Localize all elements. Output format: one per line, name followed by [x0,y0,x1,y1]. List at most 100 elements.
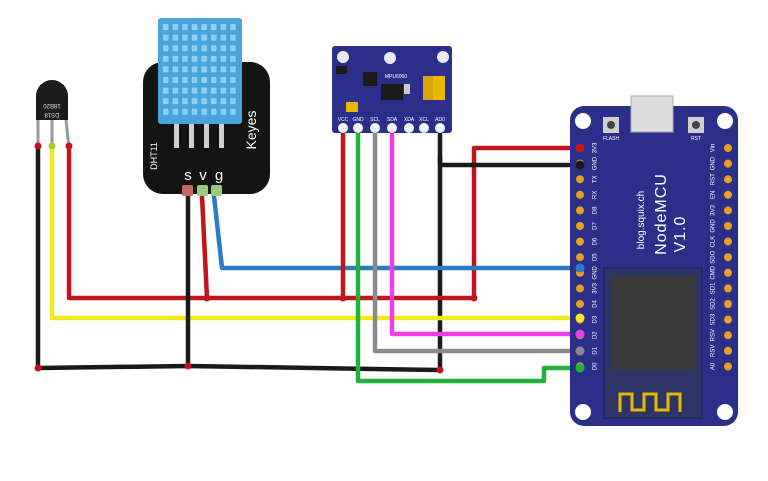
dht-vent-slot [211,45,217,52]
nodemcu-pin [724,159,732,168]
rst-label: RST [691,136,701,142]
dht-vent-slot [211,55,217,62]
wire-mpu-int [389,127,582,337]
dht-vent-slot [211,34,217,41]
nodemcu-pin-label: CMD [711,265,717,279]
wire-mpu-scl [355,127,582,384]
nodemcu-pin-label: D7 [593,222,599,230]
wire-end-dot [575,329,585,339]
dht-vent-slot [163,45,169,52]
dht-vent-slot [172,24,179,30]
nodemcu-pin-label: GND [711,219,717,233]
dht-vent-slot [172,77,179,83]
dht-vent-slot [211,66,217,73]
nodemcu-pin-label: SD3 [711,313,717,325]
nodemcu-pin [724,268,732,277]
esp-antenna [618,392,682,412]
nodemcu-pin [576,222,584,230]
mpu-pin-label: SCL [370,117,380,123]
nodemcu-pin-label: D4 [593,300,599,308]
nodemcu-pin [576,206,584,215]
dht-vent-slot [201,66,207,73]
mpu-pin-label: XDA [404,117,415,123]
ds18b20-sensor: 18B20 DS18 [34,80,73,150]
dht-vent-slot [172,55,179,62]
dht-vent-slot [230,87,236,94]
dht-vent-slot [172,66,179,73]
usb-connector [630,95,674,133]
dht-vent-slot [163,108,169,115]
dht-vent-slot [191,24,198,30]
nodemcu-pin-label: D2 [593,331,599,339]
nodemcu-pin-label: RSV [711,329,717,341]
dht-vent-slot [201,55,207,62]
dht-vent-slot [211,87,217,94]
dht-vent-slot [201,45,207,52]
wire-end-dot [575,363,585,373]
dht-vent-slot [163,55,169,62]
dht-vent-slot [220,45,227,52]
nodemcu-pin-label: Vin [711,144,717,153]
mpu-pin-hole [370,123,380,133]
nodemcu-pin [724,144,732,152]
dht-vent-slot [230,66,236,73]
dht-vent-slot [220,108,227,115]
dht-vent-slot [220,55,227,62]
dht-vent-slot [220,77,227,83]
nodemcu-pin [724,222,732,230]
wire-joints [34,294,478,374]
nodemcu-pin [724,206,732,215]
flash-label: FLASH [603,136,620,142]
dht-vent-slot [191,55,198,62]
dht-vent-slot [191,98,198,105]
nodemcu-pin-label: SDO [711,250,717,263]
dht-vent-slot [230,45,236,52]
dht-vent-slot [220,87,227,94]
nodemcu-pin [576,284,584,293]
dht-vent-slot [163,66,169,73]
dht-vent-slot [172,87,179,94]
nodemcu-pin [724,315,732,324]
nodemcu-pin-label: CLK [711,236,717,248]
nodemcu-pin-label: 3V3 [593,142,599,153]
nodemcu-pin-label: SD2 [711,298,717,310]
nodemcu-pin [724,346,732,355]
dht-vent-grid [163,24,236,115]
dht-vent-slot [182,87,188,94]
dht-vent-slot [172,108,179,115]
dht-vent-slot [163,87,169,94]
wire-end-dot [575,143,585,153]
nodemcu-pin-label: TX [593,175,599,183]
dht-model: DHT11 [149,142,159,170]
dht-vent-slot [191,45,198,52]
dht-sensor-cap [158,18,242,124]
nodemcu-pin [576,253,584,262]
nodemcu-pin-label: D5 [593,253,599,261]
dht-vent-slot [201,24,207,30]
dht-vent-slot [230,77,236,83]
nodemcu-pin-label: D6 [593,237,599,245]
dht-vent-slot [220,24,227,30]
nodemcu-pin [576,237,584,246]
nodemcu-pin [724,175,732,184]
dht-vent-slot [191,34,198,41]
dht11-module: Keyes DHT11 s v g [143,18,270,196]
mpu-pin-hole [435,123,445,133]
dht-vent-slot [211,98,217,105]
dht-vent-slot [201,87,207,94]
dht-vent-slot [182,98,188,105]
nodemcu-pin-label: GND [593,265,599,279]
dht-vent-slot [211,24,217,30]
dht-brand: Keyes [243,111,259,150]
wire-end-dot [575,263,585,273]
mpu-pin-label: AD0 [435,117,445,123]
nodemcu-site: blog.squix.ch [636,191,647,249]
nodemcu-pin [724,300,732,308]
dht-pin-label-g: g [215,167,223,184]
dht-vent-slot [230,55,236,62]
dht-pin-label-s: s [184,167,192,184]
nodemcu-pin-label: RSV [711,345,717,357]
dht-vent-slot [191,87,198,94]
